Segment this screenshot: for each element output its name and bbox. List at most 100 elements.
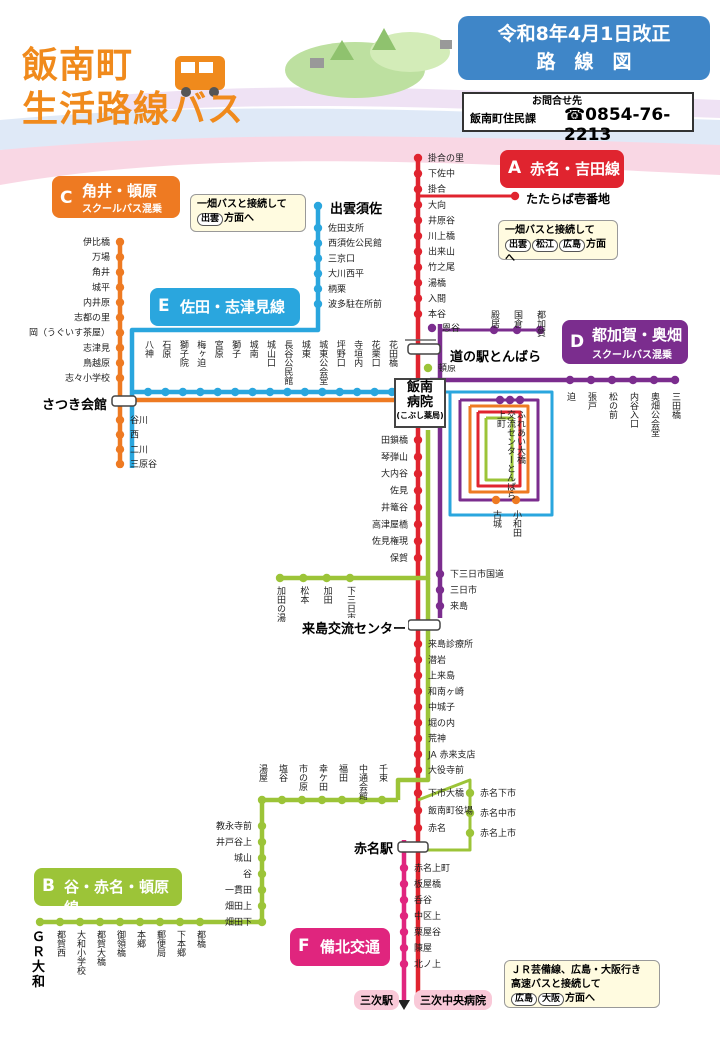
c-south-stop-1[interactable] bbox=[115, 430, 125, 439]
e-west-stop-13[interactable] bbox=[370, 387, 379, 397]
e-west-stop-11[interactable] bbox=[335, 387, 344, 397]
a-south-stop-2[interactable] bbox=[413, 671, 423, 680]
f-stop-0[interactable] bbox=[399, 863, 409, 873]
c-stop-0[interactable] bbox=[115, 237, 125, 247]
f-stop-5[interactable] bbox=[399, 943, 409, 953]
shimomika-stop-2[interactable] bbox=[435, 601, 445, 611]
a-north-stop-5[interactable] bbox=[413, 231, 423, 241]
akana-a-stop-0[interactable] bbox=[413, 788, 423, 798]
kijima-branch-stop-1[interactable] bbox=[299, 573, 308, 583]
trunk-stop-0[interactable] bbox=[413, 435, 423, 445]
loop-top-stop-2[interactable] bbox=[515, 395, 525, 405]
akana-b-stop-2[interactable] bbox=[465, 828, 475, 838]
c-stop-5[interactable] bbox=[115, 313, 125, 322]
b-top-stop-1[interactable] bbox=[277, 795, 287, 805]
d-up-b-stop-1[interactable] bbox=[512, 325, 522, 335]
e-west-stop-1[interactable] bbox=[161, 387, 170, 397]
e-west-stop-5[interactable] bbox=[230, 387, 240, 397]
c-south-stop-2[interactable] bbox=[115, 445, 125, 454]
b-bottom-stop-7[interactable] bbox=[195, 917, 205, 927]
b-top-stop-4[interactable] bbox=[337, 795, 347, 805]
c-stop-1[interactable] bbox=[115, 252, 125, 262]
route-tag-c[interactable]: C 角井・頓原 スクールバス混乗 bbox=[52, 176, 180, 218]
loop-bottom-stop-0[interactable] bbox=[491, 495, 501, 505]
d-east-stop-2[interactable] bbox=[607, 375, 617, 385]
loop-top-stop-0[interactable] bbox=[495, 395, 505, 405]
c-stop-3[interactable] bbox=[115, 283, 125, 292]
trunk-stop-6[interactable] bbox=[413, 536, 423, 546]
a-south-stop-7[interactable] bbox=[413, 750, 423, 759]
f-stop-4[interactable] bbox=[399, 927, 409, 937]
b-side-stop-2[interactable] bbox=[257, 853, 267, 863]
e-west-stop-7[interactable] bbox=[265, 387, 275, 397]
kijima-branch-stop-3[interactable] bbox=[345, 573, 355, 583]
d-east-stop-3[interactable] bbox=[628, 375, 638, 385]
e-west-stop-0[interactable] bbox=[143, 387, 153, 397]
f-stop-2[interactable] bbox=[399, 895, 409, 905]
trunk-stop-2[interactable] bbox=[413, 469, 423, 478]
a-north-stop-3[interactable] bbox=[413, 200, 423, 209]
loop-bottom-stop-1[interactable] bbox=[511, 495, 521, 505]
a-south-stop-5[interactable] bbox=[413, 718, 423, 727]
e-west-stop-8[interactable] bbox=[283, 387, 292, 397]
e-north-stop-0[interactable] bbox=[313, 223, 323, 233]
c-stop-6[interactable] bbox=[115, 328, 125, 337]
c-south-stop-0[interactable] bbox=[115, 415, 125, 425]
a-south-stop-4[interactable] bbox=[413, 702, 423, 712]
a-north-stop-10[interactable] bbox=[413, 309, 423, 319]
c-stop-9[interactable] bbox=[115, 373, 125, 383]
route-tag-d[interactable]: D 都加賀・奥畑 スクールバス混乗 bbox=[562, 320, 688, 364]
trunk-stop-4[interactable] bbox=[413, 503, 423, 512]
e-west-stop-6[interactable] bbox=[248, 387, 257, 397]
kijima-branch-stop-2[interactable] bbox=[322, 573, 331, 583]
hub-michinoeki[interactable]: 道の駅とんばら bbox=[448, 346, 544, 365]
d-east-stop-0[interactable] bbox=[565, 375, 575, 385]
b-side-stop-5[interactable] bbox=[257, 901, 267, 911]
c-stop-7[interactable] bbox=[115, 343, 125, 352]
e-west-stop-3[interactable] bbox=[196, 387, 205, 397]
trunk-stop-3[interactable] bbox=[413, 486, 423, 495]
b-bottom-stop-3[interactable] bbox=[115, 917, 125, 927]
trunk-stop-7[interactable] bbox=[413, 553, 423, 563]
e-west-stop-9[interactable] bbox=[300, 387, 310, 397]
e-north-stop-5[interactable] bbox=[313, 299, 323, 309]
gr-yamato-stop[interactable] bbox=[35, 917, 45, 927]
e-north-stop-1[interactable] bbox=[313, 239, 323, 248]
b-top-stop-0[interactable] bbox=[257, 795, 267, 805]
loop-top-stop-1[interactable] bbox=[505, 395, 515, 405]
b-bottom-stop-4[interactable] bbox=[135, 917, 145, 927]
a-north-stop-6[interactable] bbox=[413, 247, 423, 256]
hub-kijima[interactable]: 来島交流センター bbox=[300, 618, 409, 637]
hub-tataraba[interactable]: たたらば壱番地 bbox=[524, 190, 613, 207]
b-bottom-stop-1[interactable] bbox=[75, 917, 85, 927]
hub-akana[interactable]: 赤名駅 bbox=[352, 838, 396, 857]
hub-satsuki[interactable]: さつき会館 bbox=[40, 394, 110, 413]
e-west-stop-12[interactable] bbox=[352, 387, 362, 397]
d-up-b-stop-0[interactable] bbox=[489, 325, 499, 335]
a-north-stop-4[interactable] bbox=[413, 216, 423, 225]
hub-gr-yamato[interactable]: ＧＲ大和 bbox=[30, 930, 50, 990]
route-tag-f[interactable]: F 備北交通 bbox=[290, 928, 390, 966]
b-side-stop-1[interactable] bbox=[257, 837, 267, 847]
a-north-stop-8[interactable] bbox=[413, 278, 423, 287]
a-north-stop-9[interactable] bbox=[413, 294, 423, 303]
b-side-stop-6[interactable] bbox=[257, 917, 267, 927]
b-top-stop-3[interactable] bbox=[317, 795, 327, 805]
a-south-stop-1[interactable] bbox=[413, 655, 423, 664]
hub-izumosusa[interactable]: 出雲須佐 bbox=[328, 198, 385, 217]
b-side-stop-4[interactable] bbox=[257, 885, 267, 895]
c-stop-8[interactable] bbox=[115, 358, 125, 368]
a-south-stop-6[interactable] bbox=[413, 734, 423, 743]
a-south-stop-8[interactable] bbox=[413, 765, 423, 775]
b-bottom-stop-6[interactable] bbox=[175, 917, 185, 927]
route-tag-b[interactable]: B 谷・赤名・頓原線 bbox=[34, 868, 182, 917]
a-north-stop-2[interactable] bbox=[413, 185, 423, 194]
f-stop-1[interactable] bbox=[399, 879, 409, 889]
akana-a-stop-2[interactable] bbox=[413, 823, 423, 833]
terminal-miyoshi-hospital[interactable]: 三次中央病院 bbox=[414, 990, 492, 1010]
b-side-stop-3[interactable] bbox=[257, 869, 267, 879]
f-stop-3[interactable] bbox=[399, 911, 409, 921]
e-north-stop-4[interactable] bbox=[313, 284, 323, 293]
b-bottom-stop-2[interactable] bbox=[95, 917, 105, 927]
a-south-stop-0[interactable] bbox=[413, 639, 423, 649]
